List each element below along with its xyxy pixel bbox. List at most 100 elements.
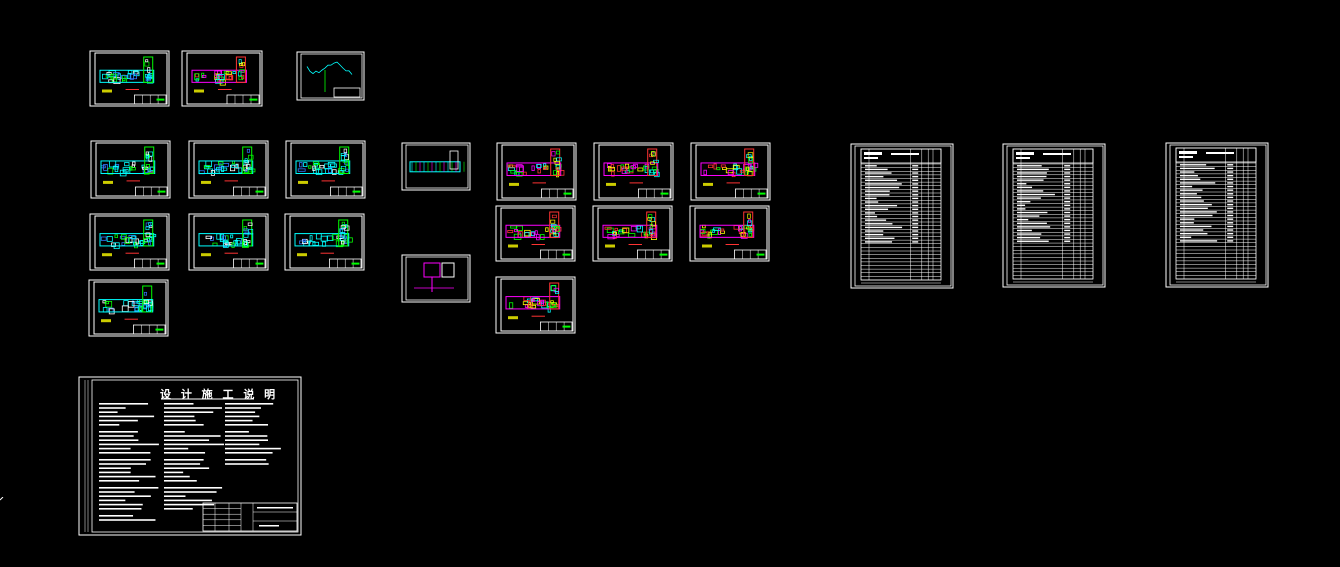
sheet-plan-07[interactable]: [188, 213, 269, 271]
plan-room: [299, 162, 303, 168]
plan-room: [651, 151, 656, 157]
plan-room: [327, 162, 336, 167]
plan-room: [225, 71, 232, 75]
title-block-mark: [156, 262, 165, 265]
plan-room: [143, 299, 150, 304]
plan-room: [244, 240, 248, 247]
table-cell-text: [865, 201, 879, 203]
table-cell-text: [912, 190, 919, 192]
sheet-site-01[interactable]: [296, 51, 365, 101]
table-cell-text: [1017, 236, 1041, 239]
sheet-plan-09[interactable]: [88, 279, 169, 337]
plan-room: [328, 167, 332, 174]
notes-text-line: [99, 403, 149, 405]
plan-room: [222, 235, 226, 240]
table-cell-text: [1064, 165, 1071, 167]
sheet-plan-03[interactable]: [90, 140, 171, 199]
sheet-plan-11[interactable]: [593, 142, 674, 201]
notes-text-line: [225, 411, 256, 413]
plan-room: [531, 298, 535, 302]
plan-room: [609, 166, 615, 172]
table-cell-text: [1180, 182, 1216, 184]
sheet-plan-14[interactable]: [592, 205, 673, 262]
table-cell-text: [1064, 186, 1071, 189]
table-cell-text: [1180, 229, 1204, 231]
sheet-plan-02[interactable]: [181, 50, 263, 107]
sheet-plan-01[interactable]: [89, 50, 170, 107]
notes-text-line: [99, 419, 138, 422]
table-cell-text: [1017, 201, 1031, 203]
title-block-mark: [757, 192, 766, 195]
sheet-frame: [597, 207, 671, 260]
sheet-plan-12[interactable]: [690, 142, 771, 201]
plan-room: [331, 169, 337, 175]
plan-room: [140, 240, 144, 246]
plan-wing: [143, 219, 154, 247]
sheet-schedule-03[interactable]: [1165, 142, 1269, 288]
plan-room: [225, 74, 234, 81]
plan-room: [308, 165, 312, 169]
table-cell-text: [1180, 171, 1195, 173]
table-cell-text: [1227, 164, 1234, 166]
table-cell-text: [865, 212, 875, 214]
plan-room: [340, 155, 345, 161]
plan-room: [130, 73, 137, 80]
legend-swatch: [201, 180, 211, 184]
plan-room: [553, 232, 559, 237]
sheet-frame: [598, 144, 672, 199]
sheet-plan-13[interactable]: [495, 205, 576, 262]
table-cell-text: [912, 204, 919, 207]
sheet-schedule-02[interactable]: [1002, 143, 1106, 288]
table-cell-text: [1064, 190, 1071, 192]
table-cell-text: [1180, 218, 1195, 220]
plan-room: [749, 166, 753, 171]
title-block: [333, 87, 361, 98]
sheet-detail-02[interactable]: [401, 254, 471, 303]
plan-room: [554, 161, 560, 165]
table-cell-text: [1017, 226, 1051, 228]
plan-outline: [295, 160, 351, 174]
plan-room: [145, 151, 149, 156]
design-notes-title: 设 计 施 工 说 明: [160, 388, 279, 401]
sheet-plan-06[interactable]: [89, 213, 170, 271]
table-cell-text: [1180, 178, 1201, 180]
plan-room: [516, 165, 524, 172]
notes-text-line: [164, 467, 210, 469]
plan-outline: [505, 296, 561, 310]
sheet-design-notes[interactable]: [78, 376, 302, 536]
table-cell-text: [1227, 203, 1234, 206]
plan-room: [235, 163, 239, 169]
sheet-frame: [694, 207, 768, 260]
notes-text-line: [164, 419, 196, 422]
notes-text-line: [164, 443, 224, 446]
legend-swatch: [703, 182, 713, 186]
plan-outline: [98, 299, 154, 313]
sheet-border: [401, 254, 471, 303]
sheet-plan-10[interactable]: [496, 142, 577, 201]
table-cell-text: [1017, 175, 1047, 178]
plan-room: [230, 234, 234, 239]
sheet-plan-15[interactable]: [689, 205, 770, 262]
notes-text-line: [99, 487, 159, 489]
plan-room: [145, 155, 149, 160]
title-block-mark: [255, 190, 264, 193]
plan-room: [507, 230, 514, 234]
plan-outline: [198, 233, 254, 247]
sheet-plan-16[interactable]: [495, 276, 576, 334]
sheet-schedule-01[interactable]: [850, 143, 954, 289]
sheet-plan-08[interactable]: [284, 213, 365, 271]
table-header-text: [864, 152, 882, 155]
notes-text-line: [164, 431, 185, 433]
plan-outline: [100, 160, 156, 174]
site-path: [306, 61, 353, 75]
plan-outline: [700, 162, 756, 176]
sheet-detail-01[interactable]: [401, 142, 471, 191]
sheet-plan-05[interactable]: [285, 140, 366, 199]
sheet-plan-04[interactable]: [188, 140, 269, 199]
table-cell-text: [1017, 168, 1049, 171]
title-block-mark: [156, 98, 165, 101]
table-cell-text: [1180, 200, 1204, 202]
plan-room: [147, 67, 151, 73]
